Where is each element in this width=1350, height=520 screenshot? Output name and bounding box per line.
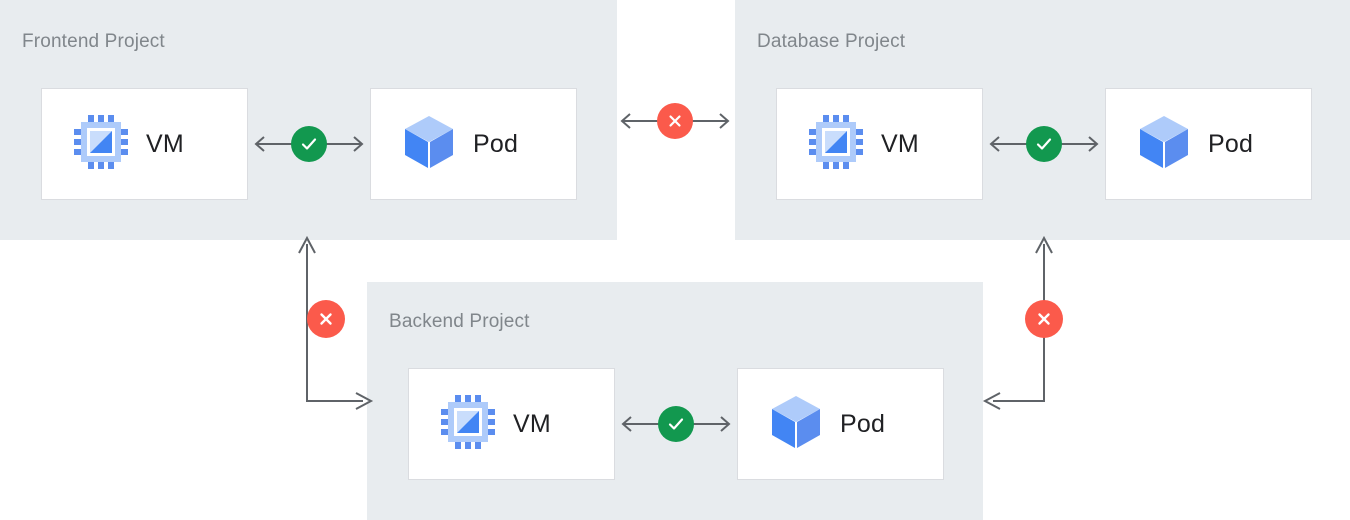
- resource-label-frontend-vm: VM: [146, 129, 184, 158]
- status-badge-blocked: [657, 103, 693, 139]
- link-frontend-database[interactable]: [614, 93, 736, 149]
- resource-card-frontend-pod[interactable]: Pod: [370, 88, 577, 200]
- check-icon: [668, 418, 684, 430]
- status-badge-allowed: [658, 406, 694, 442]
- link-backend-internal[interactable]: [615, 396, 737, 452]
- resource-card-backend-vm[interactable]: VM: [408, 368, 615, 480]
- check-icon: [301, 138, 317, 150]
- cube-icon: [1138, 114, 1190, 175]
- resource-label-database-pod: Pod: [1208, 129, 1254, 158]
- panel-title-backend: Backend Project: [389, 311, 530, 332]
- panel-title-database: Database Project: [757, 31, 906, 52]
- resource-label-backend-vm: VM: [513, 409, 551, 438]
- elbow-arrow-icon: [298, 235, 374, 410]
- cube-icon: [403, 114, 455, 175]
- check-icon: [1036, 138, 1052, 150]
- resource-label-database-vm: VM: [881, 129, 919, 158]
- link-database-internal[interactable]: [983, 116, 1105, 172]
- resource-card-frontend-vm[interactable]: VM: [41, 88, 248, 200]
- link-frontend-internal[interactable]: [248, 116, 370, 172]
- resource-label-frontend-pod: Pod: [473, 129, 519, 158]
- status-badge-allowed: [291, 126, 327, 162]
- link-database-backend[interactable]: [975, 232, 1071, 412]
- cube-icon: [770, 394, 822, 455]
- link-frontend-backend[interactable]: [285, 232, 381, 412]
- x-icon: [669, 115, 681, 127]
- panel-title-frontend: Frontend Project: [22, 31, 165, 52]
- resource-card-backend-pod[interactable]: Pod: [737, 368, 944, 480]
- x-icon: [320, 313, 332, 325]
- chip-icon: [441, 394, 495, 454]
- chip-icon: [809, 114, 863, 174]
- resource-card-database-vm[interactable]: VM: [776, 88, 983, 200]
- status-badge-allowed: [1026, 126, 1062, 162]
- status-badge-blocked: [1025, 300, 1063, 338]
- x-icon: [1038, 313, 1050, 325]
- resource-label-backend-pod: Pod: [840, 409, 886, 438]
- elbow-arrow-icon: [982, 235, 1053, 410]
- resource-card-database-pod[interactable]: Pod: [1105, 88, 1312, 200]
- status-badge-blocked: [307, 300, 345, 338]
- chip-icon: [74, 114, 128, 174]
- project-panel-frontend: Frontend Project: [0, 0, 617, 240]
